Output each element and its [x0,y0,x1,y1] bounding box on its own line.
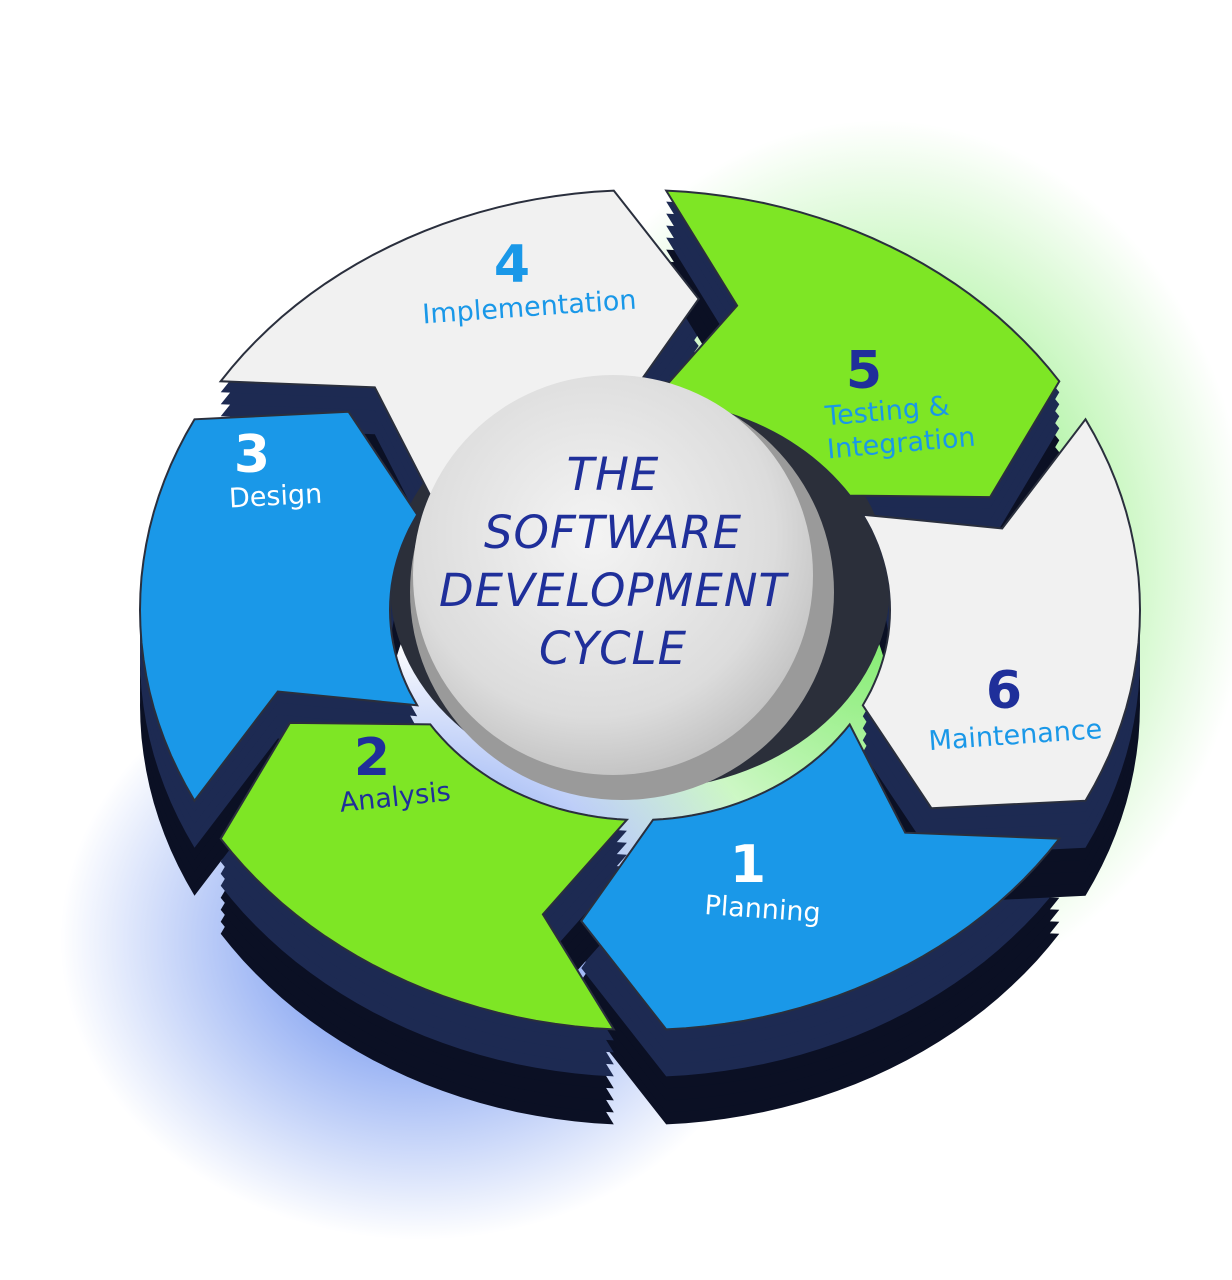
step-label: Design [228,479,323,515]
center-title-line-2: SOFTWARE [484,506,742,559]
step-number: 2 [354,728,390,788]
center-title-line-3: DEVELOPMENT [439,564,789,617]
segment-maintenance [860,417,1142,810]
step-number: 6 [986,661,1022,721]
step-design: 3 Design [228,425,323,514]
segment-design [138,410,420,803]
step-number: 1 [730,835,766,895]
step-planning: 1 Planning [703,835,821,929]
segment-planning [580,722,1062,1031]
center-title: THE SOFTWARE DEVELOPMENT CYCLE [439,448,789,675]
segment-analysis [219,721,630,1031]
center-title-line-1: THE [567,448,660,501]
step-number: 5 [846,341,882,401]
step-number: 4 [494,235,530,295]
step-number: 3 [234,425,270,485]
ring-segments [138,189,1142,1031]
center-title-line-4: CYCLE [539,622,687,675]
center-disc [413,375,813,775]
